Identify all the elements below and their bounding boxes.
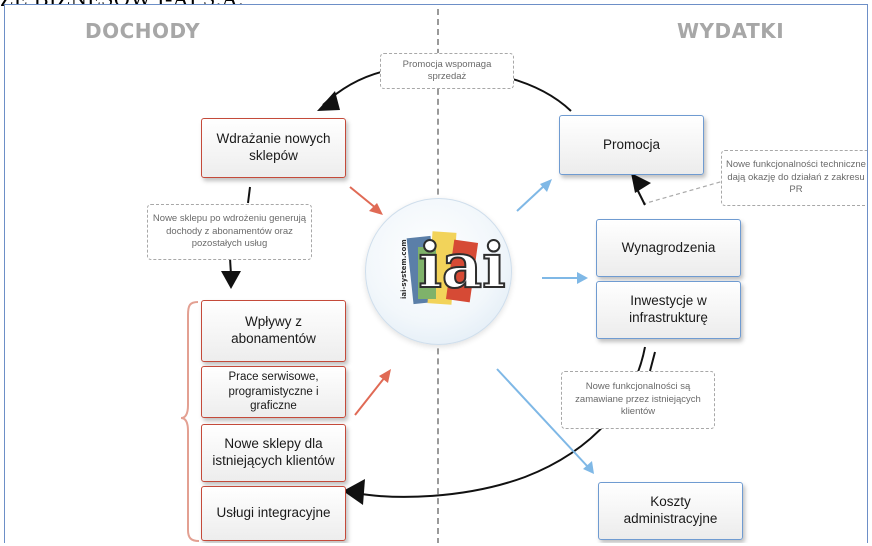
income-services: Prace serwisowe, programistyczne i grafi… [201,366,346,418]
arrowhead-red-top [369,203,383,215]
expenses-column-title: WYDATKI [677,19,785,43]
arrowhead-promotion [631,173,651,193]
diagram-frame: DOCHODY WYDATKI [4,4,868,543]
center-logo-circle: iai iai-system.com [365,198,512,345]
income-subscriptions: Wpływy z abonamentów [201,300,346,362]
connector-to-promotion [636,188,646,206]
connector-infrastructure [649,351,656,372]
income-new-stores-existing: Nowe sklepy dla istniejących klientów [201,424,346,482]
cycle-arrowhead-bottom [343,479,365,505]
arrow-services-to-center [354,376,386,416]
expense-promotion: Promocja [559,115,704,175]
arrowhead-blue-mid [577,272,588,284]
expense-admin: Koszty administracyjne [598,482,743,540]
expense-infrastructure: Inwestycje w infrastrukturę [596,281,741,339]
cycle-arrowhead-top [317,91,340,111]
income-bracket [180,301,200,542]
arrow-center-to-admin [496,368,589,468]
connector-new-stores [247,186,251,204]
logo-url: iai-system.com [400,239,408,299]
iai-logo: iai iai-system.com [400,228,507,305]
income-new-stores: Wdrażanie nowych sklepów [201,118,346,178]
arrowhead-red-bottom [379,369,391,383]
note-new-stores-revenue: Nowe sklepu po wdrożeniu generują dochod… [147,204,312,260]
expense-salaries: Wynagrodzenia [596,219,741,277]
income-column-title: DOCHODY [85,19,201,43]
arrowhead-subscriptions [221,271,241,289]
income-integration: Usługi integracyjne [201,486,346,541]
arrow-new-stores-to-center [349,186,378,210]
arrowhead-blue-bottom [583,461,594,474]
arrowhead-blue-top [540,179,552,192]
arrow-center-to-promotion [516,184,546,212]
connector-layer [180,66,728,542]
connector-pr [642,179,728,205]
logo-letters: iai [418,229,505,302]
note-promo-sales: Promocja wspomaga sprzedaż [380,53,514,89]
note-pr: Nowe funkcjonalności techniczne dają oka… [721,150,867,206]
note-ordered: Nowe funkcjonalności są zamawiane przez … [561,371,715,429]
